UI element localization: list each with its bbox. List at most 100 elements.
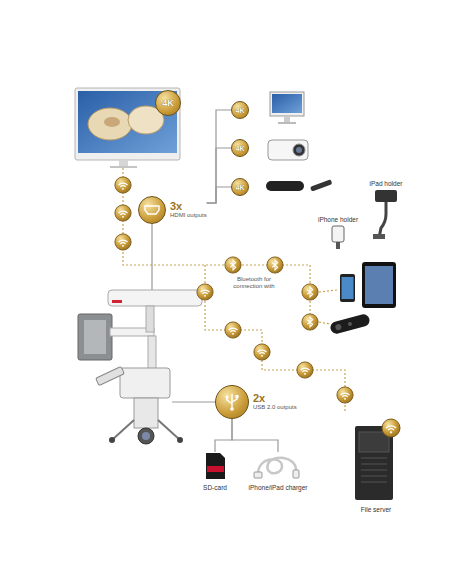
cable-connector [207, 148, 231, 203]
device-caption: iPad holder [370, 180, 403, 188]
monitor-stand [284, 116, 290, 122]
microscope-logo [112, 300, 122, 303]
hub-circle [138, 196, 166, 224]
ipad-screen [365, 266, 393, 304]
wifi-icons [115, 177, 353, 403]
ipad-holder-image [369, 188, 403, 240]
microscope [78, 290, 202, 444]
wifi-icon [337, 387, 353, 403]
cable-connector [207, 110, 231, 203]
device-node: iPhone holder [314, 216, 362, 254]
device-image [351, 418, 401, 506]
wall-plate [78, 314, 112, 360]
badge-label: 4K [162, 99, 174, 108]
main-monitor [75, 88, 180, 168]
output-hub: 3xHDMI outputs [138, 196, 207, 224]
hub-circle [215, 385, 249, 419]
knob [109, 437, 115, 443]
streaming-stick [310, 179, 332, 191]
ipad [362, 262, 396, 308]
hub-text: 2xUSB 2.0 outputs [253, 393, 297, 411]
bluetooth-icon [267, 257, 283, 273]
output-label: HDMI outputs [170, 212, 207, 219]
mobile-devices [329, 262, 396, 335]
iphone-holder-image [327, 224, 349, 250]
device-node: iPad holder [364, 180, 408, 244]
tooth-image [104, 117, 120, 127]
wifi-icon [254, 344, 270, 360]
monitor-frame [75, 88, 180, 160]
output-label: USB 2.0 outputs [253, 404, 297, 411]
badge-label: 4K [236, 107, 245, 114]
resolution-badge: 4K [231, 178, 249, 196]
streaming-box [266, 181, 304, 191]
microscope-column [148, 336, 156, 370]
device-image [327, 224, 349, 254]
output-count: 2x [253, 393, 297, 404]
optics-body [120, 368, 170, 398]
binocular [96, 366, 125, 385]
device-caption: iPhone/iPad charger [249, 484, 308, 492]
output-count: 3x [170, 201, 207, 212]
device-image [369, 188, 403, 244]
knob [177, 437, 183, 443]
bluetooth-icon [302, 284, 318, 300]
usb-icon [224, 393, 240, 411]
remote-control [329, 313, 371, 335]
badge-label: 4K [236, 145, 245, 152]
monitor-base [278, 122, 296, 124]
file-server-image [351, 418, 401, 502]
wifi-icon [115, 205, 131, 221]
charger-cable-image [252, 452, 304, 480]
resolution-badge: 4K [231, 101, 249, 119]
note-label: Bluetooth for connection with [228, 276, 280, 290]
wall-plate [84, 320, 106, 354]
device-caption: File server [361, 506, 391, 514]
lens [138, 428, 154, 444]
wifi-icon [115, 234, 131, 250]
remote-button [348, 322, 353, 327]
cable-connector [232, 419, 278, 452]
tooth-image [88, 108, 132, 140]
projector-lens [293, 144, 305, 156]
remote-button [335, 323, 342, 330]
bluetooth-icons [225, 257, 318, 330]
wifi-icon [115, 177, 131, 193]
device-image [252, 452, 304, 484]
hub-text: 3xHDMI outputs [170, 201, 207, 219]
bluetooth-icon [225, 257, 241, 273]
iphone-screen [342, 277, 354, 299]
lens [142, 432, 150, 440]
microscope-head [108, 290, 202, 306]
device-node: SD-card [193, 452, 237, 492]
device-image [204, 452, 226, 484]
monitor-base [110, 166, 137, 168]
device-node: iPhone/iPad charger [244, 452, 312, 492]
output-devices [266, 92, 332, 192]
device-caption: SD-card [203, 484, 227, 492]
cable-connector [215, 419, 232, 452]
remote-body [329, 313, 371, 335]
microscope-column [146, 306, 154, 332]
resolution-badge: 4K [155, 90, 181, 116]
cable-line [172, 401, 215, 402]
monitor-stand [119, 160, 128, 166]
sd-card-image [204, 452, 226, 480]
bluetooth-icon [302, 314, 318, 330]
device-caption: iPhone holder [318, 216, 358, 224]
wifi-icon [225, 322, 241, 338]
cable-line [151, 224, 152, 290]
objective [134, 398, 158, 428]
wifi-icon [297, 362, 313, 378]
iphone [340, 274, 355, 302]
projector-lens [296, 147, 302, 153]
output-hub: 2xUSB 2.0 outputs [215, 385, 297, 419]
resolution-badge: 4K [231, 139, 249, 157]
cable-connector [207, 187, 231, 203]
projector [268, 140, 308, 160]
device-node: File server [346, 418, 406, 514]
badge-label: 4K [236, 184, 245, 191]
hdmi-icon [144, 205, 160, 215]
monitor-frame [270, 92, 304, 116]
